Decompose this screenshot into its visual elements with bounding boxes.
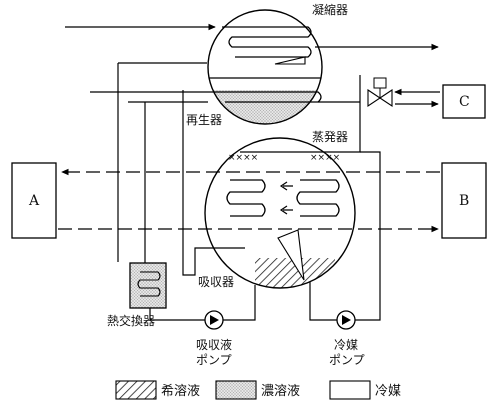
box-a: [11, 162, 57, 239]
refrigerant-pump-label-2: ポンプ: [329, 353, 365, 367]
legend-label-refrigerant: 冷媒: [375, 384, 401, 399]
condenser-regenerator-vessel: [207, 9, 323, 125]
evaporator-coil: [296, 179, 340, 217]
box-c: [442, 84, 486, 119]
legend-label-dilute: 希溶液: [161, 384, 200, 399]
piping: [65, 23, 439, 321]
legend-swatch-concentrated: [215, 380, 257, 400]
expansion-valve: [367, 77, 393, 108]
condenser-tray: [274, 56, 306, 65]
refrigerant-pump-label-1: 冷媒: [334, 338, 358, 352]
legend-swatch-refrigerant: [329, 380, 371, 400]
absorbent-pump: [204, 310, 224, 330]
absorbent-pump-label-1: 吸収液: [196, 337, 232, 352]
vapor-arrow-1: [279, 181, 293, 191]
svg-text:××××: ××××: [228, 153, 258, 163]
box-b-label: B: [459, 193, 469, 209]
vapor-arrow-2: [279, 205, 293, 215]
legend-swatch-dilute: [115, 380, 157, 400]
refrigerant-pump: [336, 310, 356, 330]
evaporator-absorber-vessel: ×××× ××××: [204, 137, 356, 289]
heat-exchanger-label: 熱交換器: [107, 313, 155, 328]
legend: 希溶液 濃溶液 冷媒: [115, 380, 401, 400]
svg-text:××××: ××××: [310, 153, 340, 163]
absorber-coil: [226, 179, 266, 217]
box-c-label: C: [459, 94, 470, 110]
water-lines: [58, 168, 440, 233]
absorber-label: 吸収器: [198, 275, 234, 289]
evaporator-tray: [277, 229, 305, 281]
evaporator-label: 蒸発器: [312, 130, 348, 144]
box-b: [441, 162, 487, 239]
absorbent-pump-label-2: ポンプ: [196, 353, 232, 367]
regenerator-label: 再生器: [186, 113, 222, 127]
heat-exchanger: [129, 262, 167, 309]
box-a-label: A: [28, 193, 40, 209]
condenser-coil: [222, 26, 312, 58]
legend-label-concentrated: 濃溶液: [261, 384, 300, 399]
condenser-label: 凝縮器: [312, 2, 348, 17]
